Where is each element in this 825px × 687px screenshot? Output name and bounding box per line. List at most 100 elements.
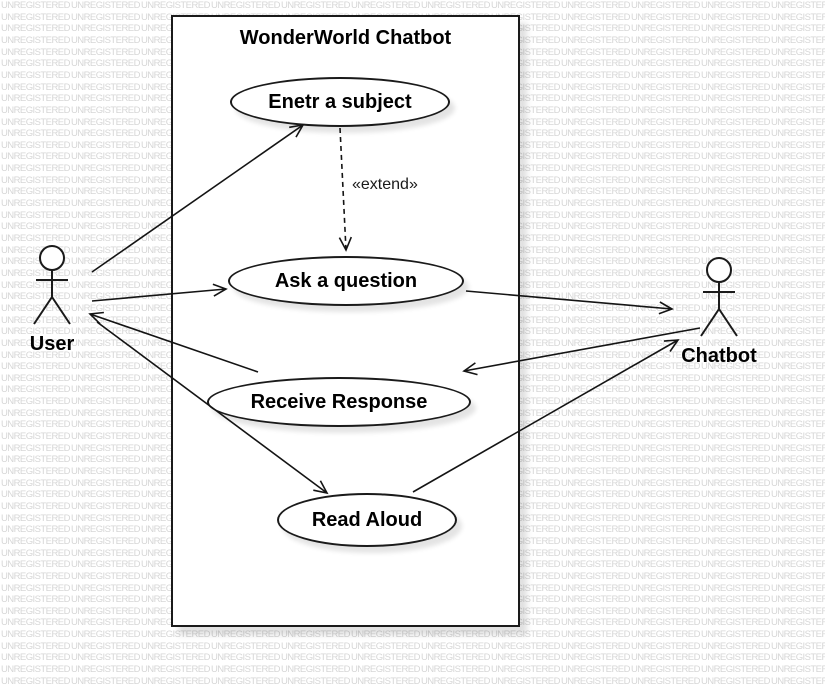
watermark-text: UNREGISTERED <box>491 233 560 244</box>
watermark-text: UNREGISTERED <box>701 361 770 373</box>
watermark-text: UNREGISTERED <box>771 372 825 384</box>
watermark-text: UNREGISTERED <box>491 11 560 23</box>
watermark-text: UNREGISTERED <box>71 116 140 128</box>
watermark-text: UNREGISTERED <box>1 337 70 349</box>
watermark-text: UNREGISTERED <box>631 640 700 652</box>
watermark-text: UNREGISTERED <box>631 605 700 617</box>
watermark-text: UNREGISTERED <box>701 454 770 466</box>
watermark-text: UNREGISTERED <box>1 407 70 419</box>
watermark-text: UNREGISTERED <box>281 0 350 11</box>
watermark-text: UNREGISTERED <box>1 477 70 489</box>
watermark-text: UNREGISTERED <box>631 582 700 594</box>
watermark-text: UNREGISTERED <box>491 151 560 163</box>
watermark-text: UNREGISTERED <box>771 11 825 23</box>
watermark-text: UNREGISTERED <box>631 151 700 163</box>
usecase-read-aloud[interactable]: Read Aloud <box>277 493 457 547</box>
watermark-text: UNREGISTERED <box>491 512 560 524</box>
watermark-text: UNREGISTERED <box>701 535 770 547</box>
watermark-text: UNREGISTERED <box>71 500 140 512</box>
watermark-text: UNREGISTERED <box>561 605 630 617</box>
watermark-text: UNREGISTERED <box>771 69 825 81</box>
watermark-text: UNREGISTERED <box>771 256 825 268</box>
actor-right-leg <box>51 296 71 325</box>
actor-user[interactable] <box>29 245 75 325</box>
watermark-text: UNREGISTERED <box>491 547 560 559</box>
watermark-text: UNREGISTERED <box>771 244 825 256</box>
watermark-text: UNREGISTERED <box>561 128 630 140</box>
watermark-text: UNREGISTERED <box>561 81 630 93</box>
watermark-text: UNREGISTERED <box>771 128 825 140</box>
watermark-text: UNREGISTERED <box>701 69 770 81</box>
watermark-text: UNREGISTERED <box>771 675 825 687</box>
watermark-text: UNREGISTERED <box>71 629 140 641</box>
watermark-text: UNREGISTERED <box>631 11 700 23</box>
watermark-text: UNREGISTERED <box>771 664 825 676</box>
watermark-text: UNREGISTERED <box>771 163 825 175</box>
watermark-text: UNREGISTERED <box>281 664 350 676</box>
stick-figure-icon <box>33 245 71 325</box>
watermark-text: UNREGISTERED <box>631 664 700 676</box>
watermark-text: UNREGISTERED <box>771 221 825 233</box>
watermark-text: UNREGISTERED <box>281 640 350 652</box>
watermark-text: UNREGISTERED <box>71 267 140 279</box>
watermark-text: UNREGISTERED <box>491 34 560 46</box>
watermark-text: UNREGISTERED <box>701 396 770 408</box>
watermark-text: UNREGISTERED <box>701 267 770 279</box>
usecase-ask-a-question[interactable]: Ask a question <box>228 256 464 306</box>
watermark-text: UNREGISTERED <box>701 209 770 221</box>
watermark-text: UNREGISTERED <box>561 279 630 291</box>
watermark-text: UNREGISTERED <box>771 384 825 396</box>
watermark-text: UNREGISTERED <box>1 46 70 58</box>
watermark-text: UNREGISTERED <box>491 186 560 198</box>
actor-chatbot[interactable] <box>696 257 742 337</box>
watermark-text: UNREGISTERED <box>71 489 140 501</box>
watermark-text: UNREGISTERED <box>351 629 420 641</box>
watermark-text: UNREGISTERED <box>561 652 630 664</box>
watermark-text: UNREGISTERED <box>1 489 70 501</box>
watermark-text: UNREGISTERED <box>701 524 770 536</box>
watermark-text: UNREGISTERED <box>701 431 770 443</box>
watermark-text: UNREGISTERED <box>701 372 770 384</box>
watermark-text: UNREGISTERED <box>1 372 70 384</box>
watermark-text: UNREGISTERED <box>71 664 140 676</box>
watermark-text: UNREGISTERED <box>701 0 770 11</box>
watermark-text: UNREGISTERED <box>701 500 770 512</box>
watermark-text: UNREGISTERED <box>631 104 700 116</box>
watermark-text: UNREGISTERED <box>1 454 70 466</box>
watermark-text: UNREGISTERED <box>701 23 770 35</box>
watermark-text: UNREGISTERED <box>1 349 70 361</box>
watermark-text: UNREGISTERED <box>631 69 700 81</box>
usecase-enetr-a-subject[interactable]: Enetr a subject <box>230 77 450 127</box>
watermark-text: UNREGISTERED <box>71 11 140 23</box>
usecase-label: Receive Response <box>250 390 428 413</box>
watermark-text: UNREGISTERED <box>631 244 700 256</box>
watermark-text: UNREGISTERED <box>631 174 700 186</box>
watermark-text: UNREGISTERED <box>631 675 700 687</box>
watermark-text: UNREGISTERED <box>701 174 770 186</box>
watermark-text: UNREGISTERED <box>561 244 630 256</box>
watermark-text: UNREGISTERED <box>561 151 630 163</box>
watermark-text: UNREGISTERED <box>771 314 825 326</box>
watermark-text: UNREGISTERED <box>701 58 770 70</box>
watermark-text: UNREGISTERED <box>701 139 770 151</box>
watermark-text: UNREGISTERED <box>771 547 825 559</box>
watermark-text: UNREGISTERED <box>771 349 825 361</box>
watermark-text: UNREGISTERED <box>491 617 560 629</box>
watermark-text: UNREGISTERED <box>491 23 560 35</box>
watermark-text: UNREGISTERED <box>1 664 70 676</box>
actor-right-leg <box>718 308 738 337</box>
usecase-receive-response[interactable]: Receive Response <box>207 377 471 427</box>
watermark-text: UNREGISTERED <box>771 116 825 128</box>
watermark-text: UNREGISTERED <box>211 652 280 664</box>
watermark-text: UNREGISTERED <box>701 407 770 419</box>
watermark-text: UNREGISTERED <box>701 594 770 606</box>
watermark-text: UNREGISTERED <box>491 46 560 58</box>
watermark-row: UNREGISTEREDUNREGISTEREDUNREGISTEREDUNRE… <box>1 0 825 16</box>
watermark-text: UNREGISTERED <box>701 664 770 676</box>
watermark-row: UNREGISTEREDUNREGISTEREDUNREGISTEREDUNRE… <box>1 627 825 645</box>
watermark-text: UNREGISTERED <box>701 384 770 396</box>
watermark-text: UNREGISTERED <box>351 640 420 652</box>
watermark-text: UNREGISTERED <box>421 675 490 687</box>
watermark-text: UNREGISTERED <box>71 512 140 524</box>
watermark-text: UNREGISTERED <box>631 0 700 11</box>
